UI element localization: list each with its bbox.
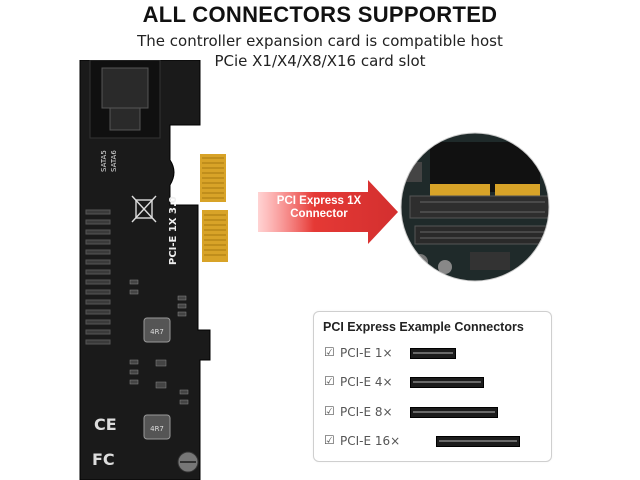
arrow-label-line-2: Connector: [290, 208, 348, 220]
connector-arrow: PCI Express 1X Connector: [258, 180, 398, 250]
pcie-1x-slot: [410, 348, 456, 359]
heatsink: [85, 209, 111, 345]
subtitle-line-2: PCie X1/X4/X8/X16 card slot: [214, 52, 426, 70]
pcie-16x-label: PCI-E 16×: [340, 434, 401, 448]
subtitle-line-1: The controller expansion card is compati…: [137, 32, 503, 50]
panel-title: PCI Express Example Connectors: [323, 320, 524, 334]
inductor-1: [143, 317, 171, 343]
pcie-card-illustration: 4R7 4R7 SATA5 SATA6 PCI-E 1X 3.0 CE FC: [79, 60, 228, 480]
bus-label: PCI-E 1X 3.0: [168, 196, 179, 265]
ce-mark: CE: [94, 415, 117, 434]
pcie-1x-label: PCI-E 1×: [340, 346, 393, 360]
sata5-label: SATA5: [100, 150, 108, 172]
gold-fingers-lower: [202, 210, 228, 262]
inductor-2: [143, 414, 171, 440]
fc-mark: FC: [92, 450, 115, 469]
pcie-8x-slot: [410, 407, 498, 418]
gold-fingers-upper: [200, 154, 226, 202]
checkbox-icon: ☑: [324, 404, 335, 418]
motherboard-slot-photo: [400, 132, 550, 282]
chip-marking-1: 4R7: [150, 328, 164, 336]
checkbox-icon: ☑: [324, 374, 335, 388]
checkbox-icon: ☑: [324, 433, 335, 447]
chip-marking-2: 4R7: [150, 425, 164, 433]
pcie-4x-slot: [410, 377, 484, 388]
example-connectors-panel: PCI Express Example Connectors ☑ PCI-E 1…: [313, 311, 552, 462]
sata6-label: SATA6: [110, 150, 118, 172]
weee-bin-icon: [131, 195, 157, 223]
arrow-label-line-1: PCI Express 1X: [276, 195, 362, 207]
pcie-8x-label: PCI-E 8×: [340, 405, 393, 419]
checkbox-icon: ☑: [324, 345, 335, 359]
pcie-4x-label: PCI-E 4×: [340, 375, 393, 389]
headline: ALL CONNECTORS SUPPORTED: [142, 2, 498, 27]
pcie-16x-slot: [436, 436, 520, 447]
